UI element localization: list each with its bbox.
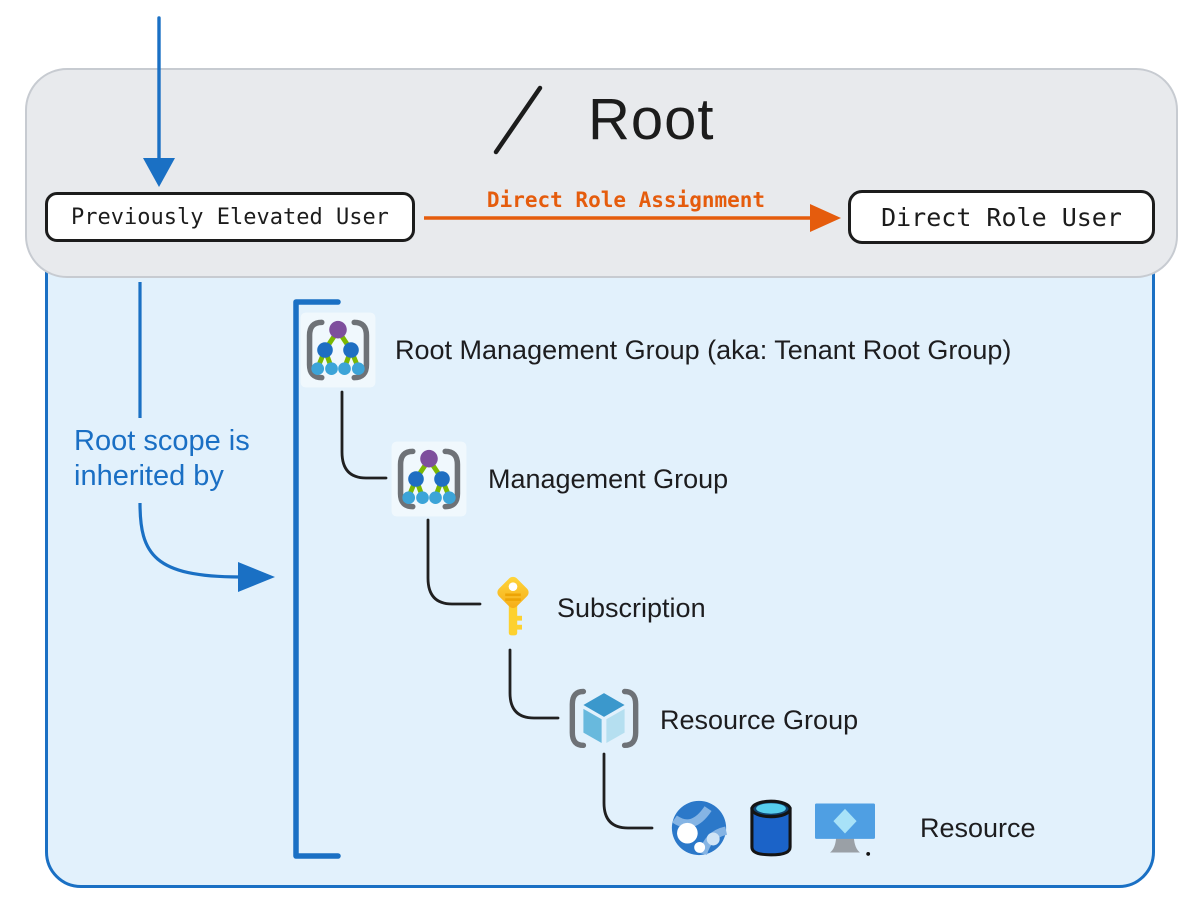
level-label: Management Group — [488, 463, 729, 494]
globe-icon — [671, 800, 728, 856]
level-subscription: Subscription — [489, 566, 706, 650]
inheritance-note: Root scope is inherited by — [74, 424, 250, 494]
level-resource-group: Resource Group — [566, 684, 858, 756]
level-label: Resource — [920, 812, 1036, 843]
previously-elevated-user-label: Previously Elevated User — [71, 204, 389, 230]
level-label: Subscription — [557, 592, 706, 623]
inheritance-note-line1: Root scope is — [74, 425, 250, 457]
inheritance-note-line2: inherited by — [74, 460, 224, 492]
direct-role-user-box: Direct Role User — [848, 190, 1155, 244]
subscription-key-icon — [497, 576, 529, 636]
virtual-machine-icon — [815, 803, 875, 856]
management-group-icon — [300, 312, 376, 388]
level-root-management-group: Root Management Group (aka: Tenant Root … — [299, 310, 1011, 390]
previously-elevated-user-box: Previously Elevated User — [45, 192, 415, 242]
resource-group-cube-icon — [569, 688, 639, 749]
level-resource: Resource — [668, 796, 1036, 860]
direct-role-user-label: Direct Role User — [881, 202, 1122, 232]
database-icon — [750, 799, 792, 857]
root-scope-title: Root — [588, 87, 715, 152]
direct-role-assignment-label: Direct Role Assignment — [486, 188, 766, 212]
level-management-group: Management Group — [390, 440, 728, 518]
level-label: Root Management Group (aka: Tenant Root … — [395, 334, 1012, 365]
management-group-icon — [391, 441, 467, 517]
level-label: Resource Group — [660, 704, 859, 735]
